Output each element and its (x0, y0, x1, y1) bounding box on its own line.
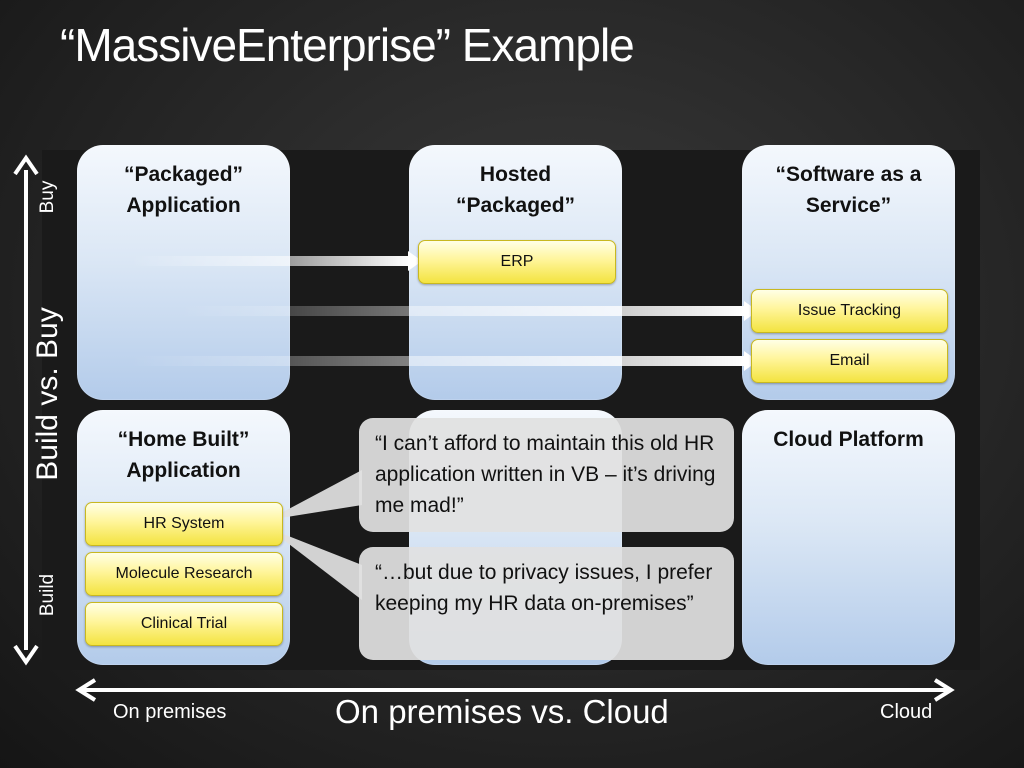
vertical-axis-top-label: Buy (37, 180, 58, 214)
cloud-platform-title: Cloud Platform (773, 428, 924, 451)
email-chip: Email (751, 339, 948, 383)
callout-first: “I can’t afford to maintain this old HR … (359, 418, 734, 532)
home-built-title: “Home Built” Application (117, 428, 250, 482)
migration-arrow-email (130, 351, 758, 371)
cloud-platform-box: Cloud Platform (742, 410, 955, 665)
vertical-axis-bottom-label: Build (37, 573, 58, 617)
callout-pointer-first (268, 470, 362, 520)
callout-pointer-second (268, 528, 362, 600)
hosted-packaged-title: Hosted “Packaged” (455, 163, 576, 217)
horizontal-axis-left-label: On premises (113, 701, 227, 723)
molecule-research-chip: Molecule Research (85, 552, 283, 596)
clinical-trial-chip: Clinical Trial (85, 602, 283, 646)
horizontal-axis-title: On premises vs. Cloud (335, 693, 669, 730)
vertical-axis-title: Build vs. Buy (31, 307, 64, 481)
saas-title: “Software as a Service” (775, 163, 922, 217)
migration-arrow-issue-tracking (180, 301, 758, 321)
vertical-axis-arrow (13, 154, 39, 666)
erp-chip: ERP (418, 240, 616, 284)
horizontal-axis-arrow (75, 678, 955, 702)
horizontal-axis-right-label: Cloud (880, 701, 933, 723)
issue-tracking-chip: Issue Tracking (751, 289, 948, 333)
migration-arrow-erp (130, 251, 422, 271)
hr-system-chip: HR System (85, 502, 283, 546)
slide-title: “MassiveEnterprise” Example (60, 19, 635, 71)
packaged-application-title: “Packaged” Application (123, 163, 244, 217)
callout-second: “…but due to privacy issues, I prefer ke… (359, 547, 734, 660)
